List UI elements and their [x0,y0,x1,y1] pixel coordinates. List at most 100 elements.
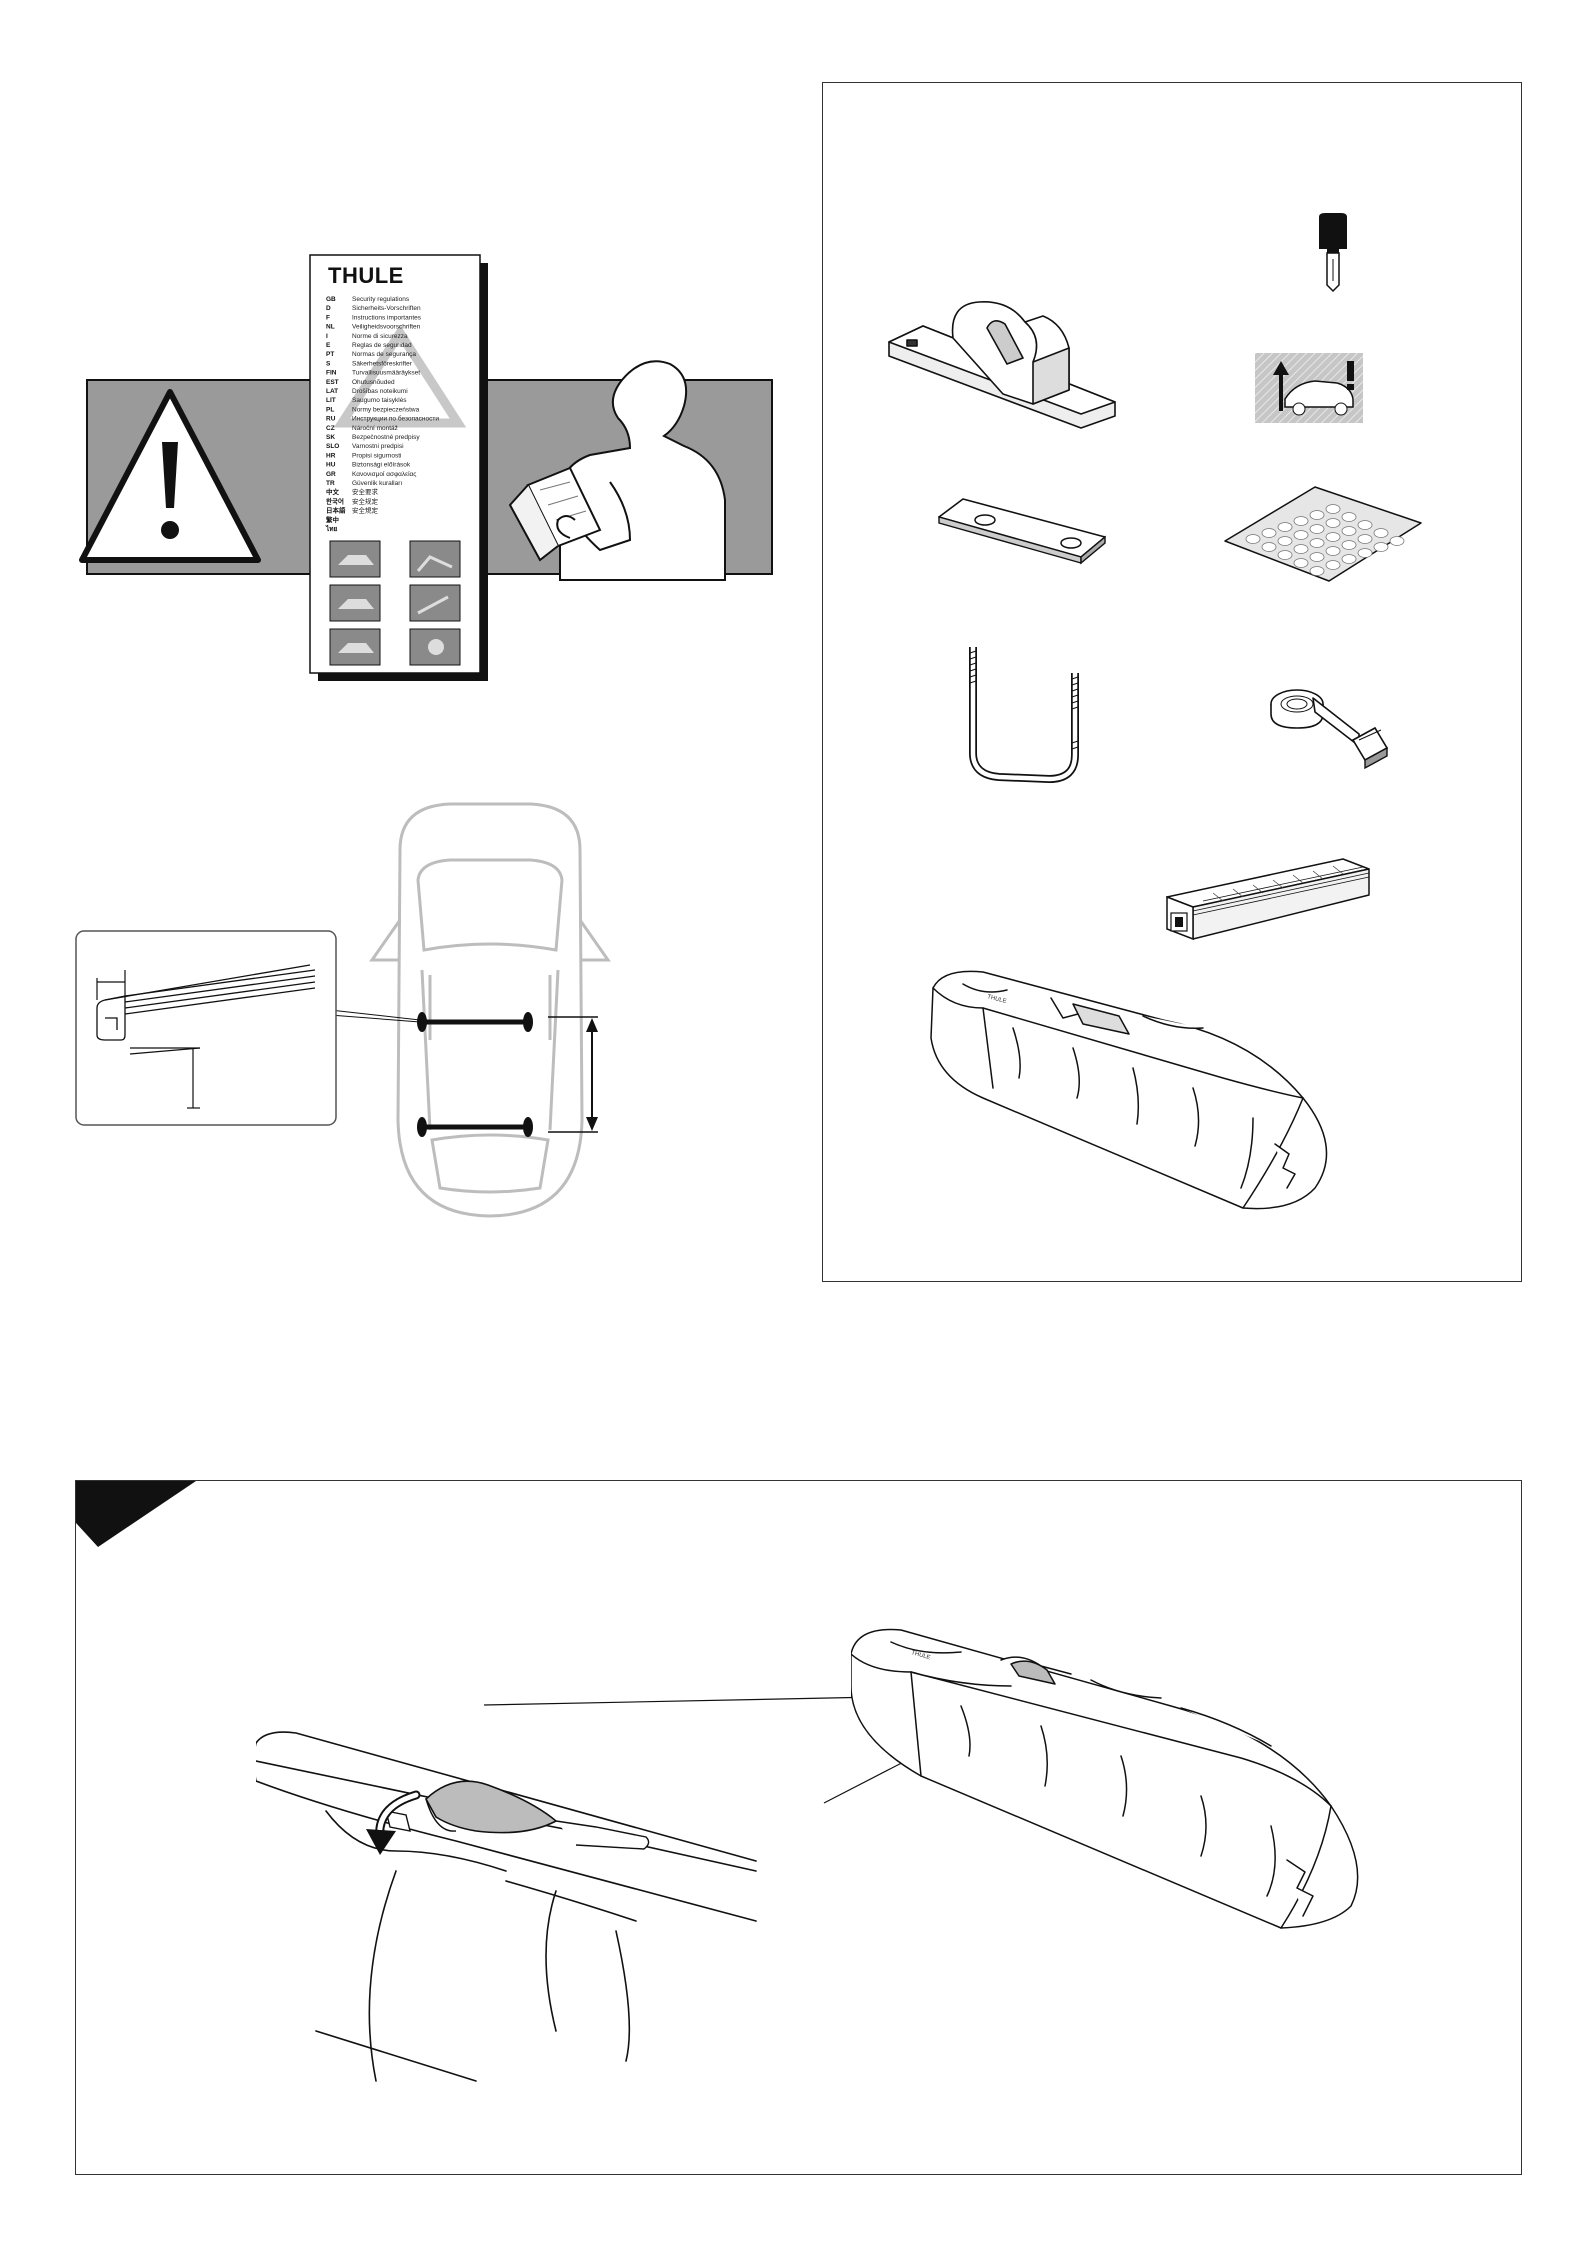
manual-language-line: Norme di sicurezza [352,333,408,340]
manual-language-code: ไทย [325,524,338,533]
protective-dot [1309,538,1325,548]
manual-language-line: Normy bezpieczeństwa [352,406,420,413]
manual-language-code: NL [326,324,335,331]
manual-language-code: 한국어 [326,496,344,505]
u-bolt-icon [969,647,1079,784]
protective-dot [1325,504,1341,514]
protective-dot [1277,550,1293,560]
manual-language-line: 安全規定 [352,506,379,515]
protective-dot [1245,534,1261,544]
manual-language-code: HU [326,462,336,469]
protective-dot [1309,566,1325,576]
protective-dot [1341,540,1357,550]
protective-dot [1357,520,1373,530]
manual-language-code: SK [326,434,335,441]
protective-dot [1293,516,1309,526]
mounting-plate-icon [938,498,1106,565]
protective-dot [1341,526,1357,536]
manual-language-code: CZ [326,425,335,432]
bracket-icon [888,301,1116,429]
protective-dot [1341,554,1357,564]
bag-on-roof-illustration: THULE [851,1628,1359,1929]
protective-dot [1261,542,1277,552]
manual-language-code: S [326,360,331,367]
protective-dot [1357,548,1373,558]
protective-dot [1293,530,1309,540]
detail-leader-line [330,990,430,1040]
manual-language-line: Инструкции по безопасности [352,415,439,423]
manual-language-line: Biztonsági előírások [352,462,411,469]
buckle-fold-detail [256,1731,757,2082]
protective-dot [1293,544,1309,554]
manual-language-code: GR [326,471,336,478]
manual-language-code: F [326,314,330,321]
manual-language-code: TR [326,480,335,487]
manual-language-code: FIN [326,370,337,377]
manual-language-code: EST [326,379,339,386]
storage-bag-icon: THULE [930,970,1328,1210]
manual-language-code: PL [326,406,334,413]
manual-language-line: Reglas de seguridad [352,342,412,349]
manual-language-code: RU [326,416,336,423]
manual-language-code: SLO [326,443,339,450]
manual-language-line: Sicherheits-Vorschriften [352,305,421,312]
manual-language-line: 安全要求 [352,487,379,496]
parts-list-box: THULE [822,82,1522,1282]
svg-text:THULE: THULE [986,994,1007,1005]
manual-language-line: Normas de segurança [352,351,416,358]
manual-language-line: Turvallisuusmääräykset [352,370,420,377]
manual-language-code: 日本語 [326,506,346,515]
protective-dot [1389,536,1405,546]
manual-language-code: GB [326,296,336,303]
manual-language-code: I [326,333,328,340]
protective-dot [1277,522,1293,532]
manual-thumbnails [329,540,461,666]
protective-dot [1277,536,1293,546]
manual-language-line: Säkerhetsföreskrifter [352,360,413,367]
manual-language-line: Ohutusnõuded [352,379,395,386]
manual-language-line: Nároční montáž [352,425,398,432]
manual-language-line: 安全规定 [352,496,379,505]
warning-sticker-icon [1255,353,1363,423]
manual-language-code: LAT [326,388,338,395]
manual-language-line: Drošības noteikumi [352,388,408,395]
manual-language-line: Security regulations [352,296,410,303]
warning-triangle-icon [79,389,261,563]
step-panel: THULE [75,1480,1522,2175]
manual-language-code: 繁中 [326,515,339,524]
manual-language-code: PT [326,351,334,358]
protective-dot [1325,518,1341,528]
manual-language-line: Veiligheidsvoorschriften [352,324,421,331]
manual-language-code: D [326,305,331,312]
manual-language-code: 中文 [326,487,340,496]
protective-dot [1293,558,1309,568]
protective-dot [1373,528,1389,538]
protective-dot [1261,528,1277,538]
manual-brand-text: THULE [328,263,404,288]
manual-language-line: Saugumo taisyklės [352,397,407,404]
protective-dot [1357,534,1373,544]
protective-dot [1309,524,1325,534]
protective-dots-sheet-icon [1224,486,1422,582]
protective-dot [1325,532,1341,542]
protective-dot [1309,552,1325,562]
protective-dot [1309,510,1325,520]
manual-language-line: Güvenlik kuralları [352,480,402,487]
foam-block-icon [1166,858,1370,941]
protective-dot [1325,560,1341,570]
manual-language-line: Κανονισμοί ασφαλείας [352,470,416,478]
key-icon [1319,213,1347,293]
manual-language-code: E [326,342,331,349]
manual-language-line: Instructions importantes [352,314,422,321]
protective-dot [1325,546,1341,556]
person-reading-icon [508,360,726,581]
manual-language-line: Propisi sigurnosti [352,452,402,459]
manual-language-code: HR [326,452,336,459]
svg-text:THULE: THULE [910,1650,931,1661]
rail-profile-detail [75,930,337,1126]
strap-icon [1270,689,1389,770]
protective-dot [1341,512,1357,522]
step-marker [76,1481,196,1547]
manual-language-line: Varnostni predpisi [352,443,404,450]
